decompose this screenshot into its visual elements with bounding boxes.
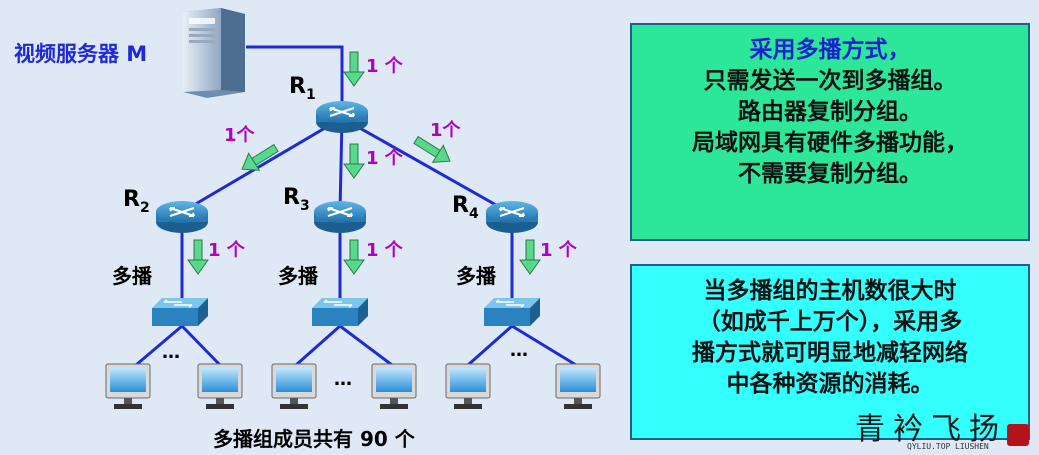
savings-line: （如成千上万个），采用多 — [697, 309, 963, 335]
ellipsis-2: … — [334, 369, 352, 390]
router-r2-label: R2 — [123, 187, 150, 216]
router-r4-label: R4 — [452, 193, 479, 222]
arrow-down-icon — [343, 239, 365, 275]
summary-line: 局域网具有硬件多播功能， — [692, 130, 968, 156]
arrow-down-icon — [343, 143, 365, 179]
resource-savings-box: 当多播组的主机数很大时 （如成千上万个），采用多 播方式就可明显地减轻网络 中各… — [630, 264, 1030, 440]
count-label-r1-to-r2: 1个 — [224, 124, 256, 146]
host-computer-icon — [105, 363, 151, 410]
multicast-diagram: 视频服务器 M R1 R2 R3 R4 … … … 多播 多播 多播 1 个 1… — [14, 8, 601, 451]
arrow-down-icon — [187, 239, 209, 275]
count-label-r1-to-r4: 1个 — [430, 119, 462, 141]
router-r3-icon — [313, 200, 367, 234]
seal-stamp-icon — [1007, 424, 1029, 446]
count-label-r4-down: 1 个 — [540, 239, 578, 261]
multicast-summary-box: 采用多播方式， 只需发送一次到多播组。 路由器复制分组。 局域网具有硬件多播功能… — [630, 23, 1030, 241]
count-label-r2-down: 1 个 — [208, 239, 246, 261]
count-label-r1-to-r3: 1 个 — [366, 147, 404, 169]
server-icon — [183, 8, 245, 98]
server-label: 视频服务器 M — [14, 42, 147, 66]
savings-line: 中各种资源的消耗。 — [726, 371, 934, 397]
count-label-r3-down: 1 个 — [366, 239, 404, 261]
watermark-logo: 青衿飞扬 QYLIU.TOP LIUSHEN — [845, 406, 1035, 452]
summary-line: 不需要复制分组。 — [738, 161, 922, 187]
router-r3-label: R3 — [283, 185, 310, 214]
host-computer-icon — [371, 363, 417, 410]
switch-1-icon — [151, 297, 209, 327]
network-links — [135, 45, 577, 367]
arrow-down-icon — [343, 51, 365, 87]
ellipsis-3: … — [510, 340, 528, 361]
host-computer-icon — [555, 363, 601, 410]
router-r4-icon — [485, 200, 539, 234]
host-computer-icon — [271, 363, 317, 410]
watermark-text: 青衿飞扬 — [855, 412, 1007, 447]
arrow-down-left-icon — [241, 143, 279, 171]
switch-3-icon — [483, 297, 541, 327]
savings-line: 播方式就可明显地减轻网络 — [692, 340, 968, 366]
summary-line: 只需发送一次到多播组。 — [703, 68, 957, 94]
multicast-label-2: 多播 — [278, 264, 319, 288]
watermark-site: QYLIU.TOP — [907, 442, 951, 451]
host-computer-icon — [197, 363, 243, 410]
multicast-label-1: 多播 — [112, 264, 153, 288]
count-label-r1-in: 1 个 — [366, 55, 404, 77]
host-computer-icon — [445, 363, 491, 410]
switch-2-icon — [311, 297, 369, 327]
savings-line: 当多播组的主机数很大时 — [703, 278, 957, 304]
watermark-author: LIUSHEN — [955, 442, 989, 451]
router-r1-label: R1 — [289, 74, 316, 103]
member-count-caption: 多播组成员共有 90 个 — [213, 427, 416, 451]
arrow-down-icon — [519, 239, 541, 275]
multicast-label-3: 多播 — [456, 264, 497, 288]
ellipsis-1: … — [162, 342, 180, 363]
summary-line: 采用多播方式， — [749, 37, 911, 63]
arrow-down-right-icon — [413, 135, 451, 163]
summary-line: 路由器复制分组。 — [738, 99, 922, 125]
router-r2-icon — [155, 200, 209, 234]
router-r1-icon — [315, 100, 369, 134]
